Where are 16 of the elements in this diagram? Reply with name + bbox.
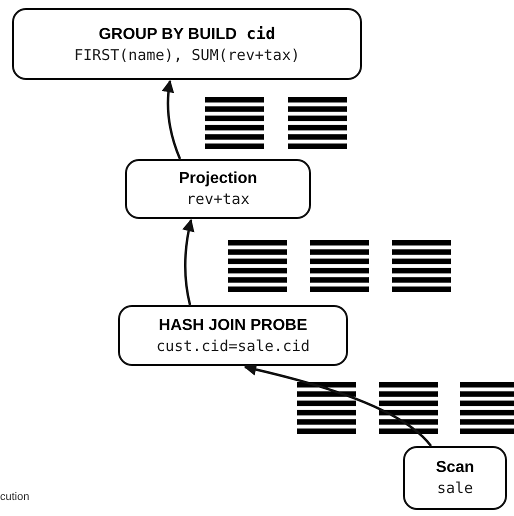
operator-box [12,8,362,80]
arrow [182,218,195,306]
operator-name: Projection [178,170,258,188]
operator-detail: sale [436,479,474,497]
operator-detail: cust.cid=sale.cid [156,336,310,354]
operator-name: Scan [436,459,474,477]
operator-name: HASH JOIN PROBE [158,316,308,334]
operator-box [403,446,507,510]
operator-box [118,305,348,366]
operator-detail: rev+tax [186,190,250,208]
operator-name: GROUP BY BUILD cid [98,24,276,44]
arrow [244,363,432,447]
operator-box [125,159,311,219]
caption-fragment: cution [0,491,30,503]
operator-detail: FIRST(name), SUM(rev+tax) [74,46,300,64]
arrow [162,80,182,160]
